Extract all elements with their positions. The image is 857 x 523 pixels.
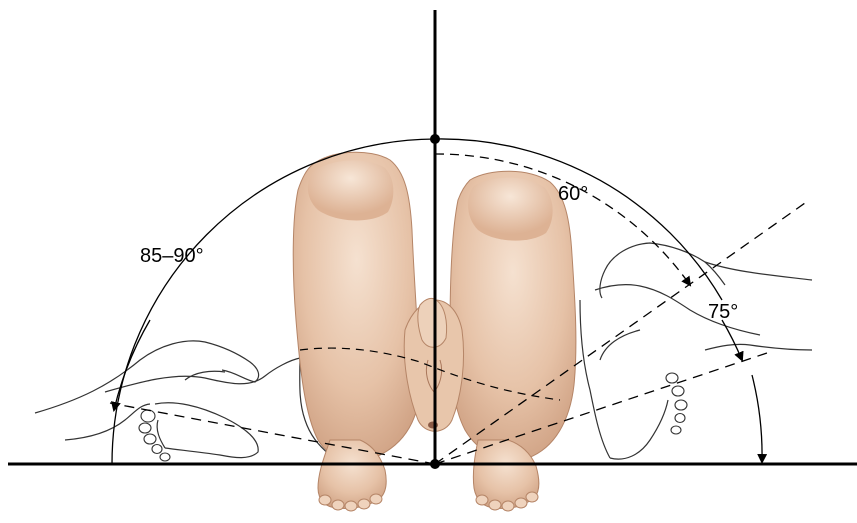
left-toes bbox=[139, 410, 170, 461]
origin-point bbox=[430, 459, 440, 469]
seventy-five-arc-upper bbox=[722, 320, 742, 360]
right-toes bbox=[666, 373, 687, 434]
top-angle-label: 60° bbox=[558, 183, 588, 205]
right-angle-label: 75° bbox=[708, 301, 738, 323]
right-sketch-leg bbox=[580, 243, 812, 459]
apex-point bbox=[430, 134, 440, 144]
left-sketch-leg bbox=[35, 341, 330, 458]
left-angle-label: 85–90° bbox=[140, 245, 204, 267]
seventy-five-arc-lower bbox=[752, 375, 762, 462]
